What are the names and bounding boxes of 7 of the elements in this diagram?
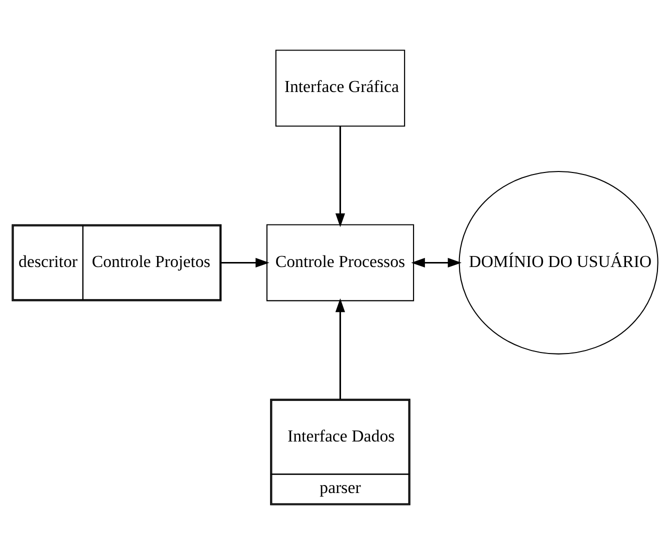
arrow	[411, 258, 462, 268]
node-box: Interface Gráfica	[275, 50, 406, 127]
node-box: Controle Processos	[266, 224, 414, 302]
arrow	[221, 258, 270, 268]
arrow	[335, 298, 346, 400]
node-circle: DOMÍNIO DO USUÁRIO	[458, 170, 658, 354]
arrow	[335, 126, 346, 228]
